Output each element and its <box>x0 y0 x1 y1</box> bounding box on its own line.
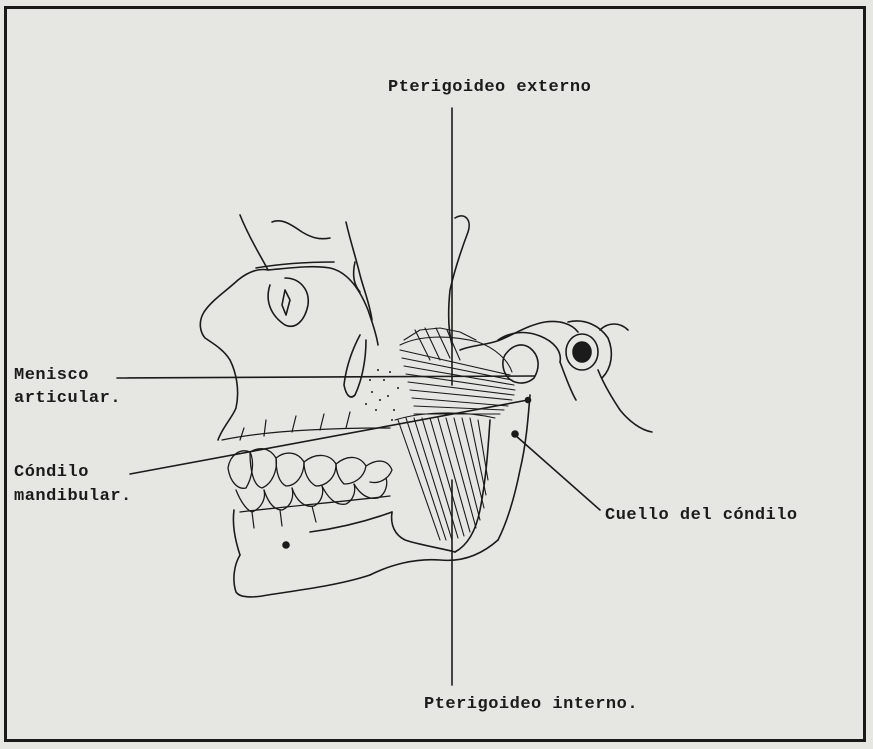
zygoma-strut-2 <box>354 262 360 292</box>
skull-outline <box>200 215 268 440</box>
label-pterigoideo-interno: Pterigoideo interno. <box>424 694 638 716</box>
cheekbone <box>344 335 366 397</box>
mandible-chin <box>233 510 240 555</box>
label-menisco-articular-line1: Menisco <box>14 365 89 387</box>
mandible-ramus-front <box>455 420 490 552</box>
leader-cuello <box>515 435 600 510</box>
condyle-dot <box>526 398 531 403</box>
label-condilo-mandibular-line1: Cóndilo <box>14 462 89 484</box>
label-condilo-mandibular-line2: mandibular. <box>14 486 132 508</box>
mastoid-tip <box>600 324 628 330</box>
zygoma-strut <box>346 222 372 320</box>
mandible-lower-border <box>234 555 370 597</box>
label-pterigoideo-externo: Pterigoideo externo <box>388 77 591 99</box>
leader-condilo <box>130 400 528 474</box>
pterigoideo-interno-muscle <box>395 413 495 540</box>
mandible-body-top <box>310 512 392 532</box>
frontal-process <box>272 221 330 239</box>
mandible-angle <box>370 540 498 575</box>
condyle-neck-dot <box>512 431 518 437</box>
ear-canal-inner <box>573 342 591 362</box>
lower-teeth <box>236 478 390 512</box>
mastoid-process <box>598 370 652 432</box>
mental-foramen <box>283 542 289 548</box>
nasal-fissure <box>282 290 290 315</box>
label-menisco-articular-line2: articular. <box>14 388 121 410</box>
label-cuello-del-condilo: Cuello del cóndilo <box>605 505 798 527</box>
upper-teeth <box>222 428 392 488</box>
mandible-ramus-back <box>498 395 530 540</box>
orbit-inner <box>268 278 308 326</box>
